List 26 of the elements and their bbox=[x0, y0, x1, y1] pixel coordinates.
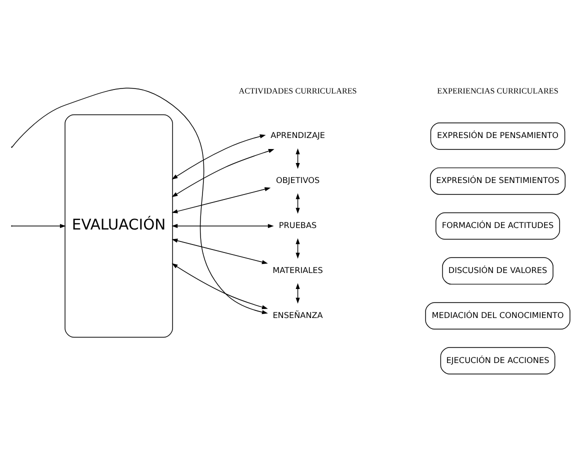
arrow bbox=[172, 134, 266, 180]
node-text: PRUEBAS bbox=[278, 220, 317, 230]
arrow bbox=[296, 282, 300, 304]
arrow bbox=[296, 192, 300, 214]
node-text: APRENDIZAJE bbox=[270, 130, 325, 140]
node-text: MATERIALES bbox=[272, 264, 323, 274]
node-box: MEDIACIÓN DEL CONOCIMIENTO bbox=[425, 302, 570, 329]
arrow bbox=[296, 238, 300, 258]
arrow bbox=[172, 238, 268, 264]
node-box: EJECUCIÓN DE ACCIONES bbox=[440, 346, 556, 374]
arrow bbox=[12, 87, 268, 314]
node-box: FORMACIÓN DE ACTITUDES bbox=[436, 212, 560, 240]
node-box: DISCUSIÓN DE VALORES bbox=[442, 256, 554, 284]
label: ACTIVIDADES CURRICULARES bbox=[238, 86, 357, 95]
arrow bbox=[12, 223, 66, 228]
arrow bbox=[296, 148, 300, 168]
arrow bbox=[172, 223, 274, 228]
node-text: OBJETIVOS bbox=[276, 174, 320, 185]
node-text: ENSEÑANZA bbox=[272, 309, 323, 320]
node-box: EXPRESIÓN DE SENTIMIENTOS bbox=[430, 166, 566, 194]
node-box: EVALUACIÓN bbox=[64, 114, 173, 338]
arrow bbox=[172, 262, 268, 309]
label: EXPERIENCIAS CURRICULARES bbox=[437, 86, 558, 95]
arrow bbox=[172, 148, 274, 197]
arrow bbox=[172, 186, 271, 213]
node-box: EXPRESIÓN DE PENSAMIENTO bbox=[430, 122, 566, 150]
